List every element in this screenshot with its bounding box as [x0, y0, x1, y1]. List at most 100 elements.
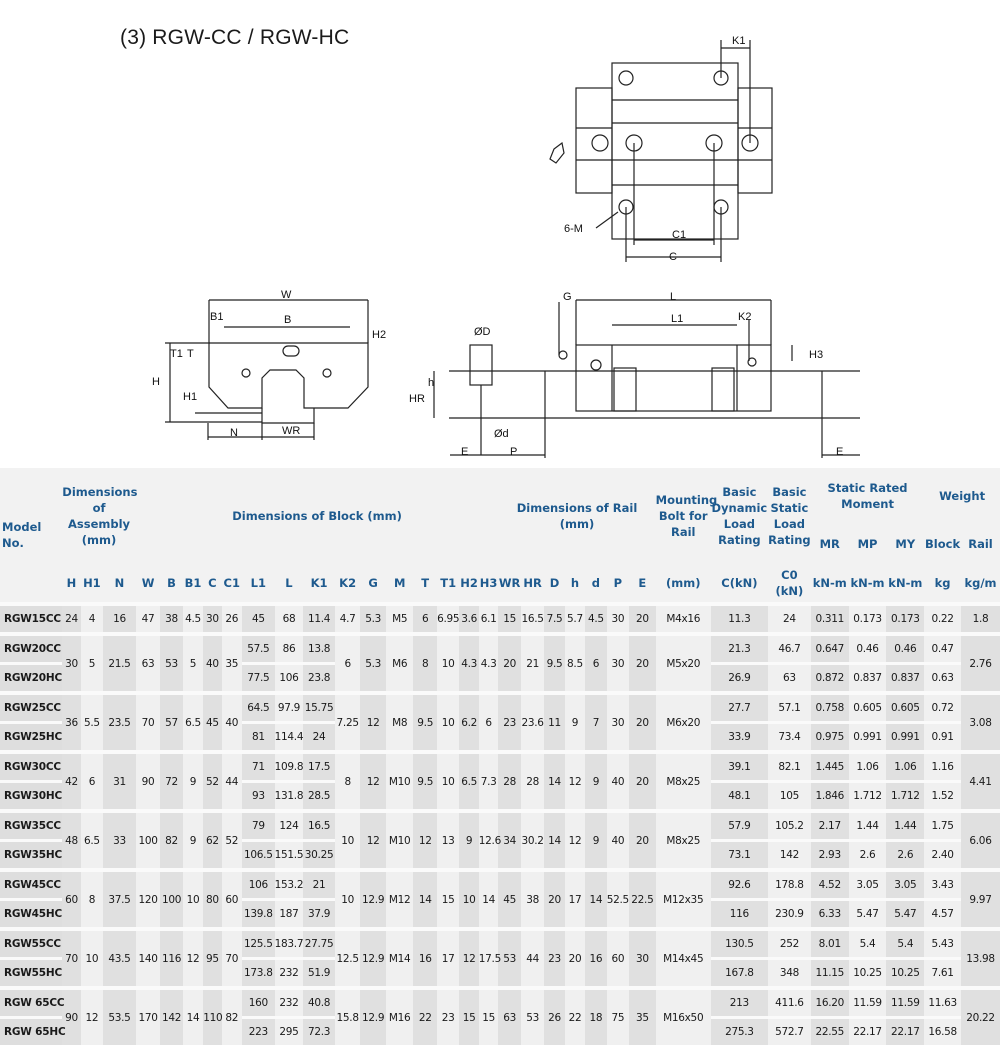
table-cell: 12 — [182, 927, 204, 986]
table-cell: 16 — [103, 602, 136, 632]
header-weight: Weight — [924, 468, 1000, 524]
table-cell: 4.7 — [334, 602, 361, 632]
table-cell: 23 — [498, 691, 521, 750]
table-cell: 14 — [585, 868, 607, 927]
table-cell: 1.52 — [924, 780, 961, 809]
svg-text:h: h — [428, 377, 434, 389]
table-cell: 93 — [241, 780, 275, 809]
table-cell: M6x20 — [655, 691, 711, 750]
svg-text:E: E — [461, 446, 468, 458]
table-cell: 14 — [544, 809, 565, 868]
table-cell: 38 — [520, 868, 545, 927]
table-cell: 23 — [544, 927, 565, 986]
table-cell: 131.8 — [274, 780, 304, 809]
table-cell: 5.47 — [848, 898, 887, 927]
column-header: C1 — [221, 564, 242, 602]
table-cell: 0.63 — [924, 662, 961, 691]
table-cell: 7.61 — [924, 957, 961, 986]
table-cell: 40 — [606, 809, 630, 868]
column-header: H2 — [459, 564, 479, 602]
table-cell: 6.5 — [80, 809, 104, 868]
table-cell: M8x25 — [655, 809, 711, 868]
table-cell: 34 — [498, 809, 521, 868]
table-cell: 6.5 — [459, 750, 479, 809]
table-cell: 6.06 — [960, 809, 1000, 868]
table-cell: 10 — [334, 809, 361, 868]
table-cell: 22.17 — [848, 1016, 887, 1045]
table-cell: 151.5 — [274, 839, 304, 868]
svg-text:B1: B1 — [210, 311, 223, 323]
column-header: L1 — [241, 564, 275, 602]
table-cell: 24 — [62, 602, 81, 632]
table-cell: 68 — [274, 602, 304, 632]
table-cell: 48.1 — [710, 780, 768, 809]
table-cell: 11.59 — [886, 986, 925, 1016]
table-cell: 139.8 — [241, 898, 275, 927]
table-cell: 90 — [135, 750, 161, 809]
table-cell: 110 — [203, 986, 223, 1045]
table-cell: 37.5 — [103, 868, 136, 927]
model-name: RGW30CC — [0, 750, 63, 780]
table-cell: 0.605 — [886, 691, 925, 721]
table-cell: 124 — [274, 809, 304, 839]
svg-text:WR: WR — [282, 425, 300, 437]
table-cell: 33 — [103, 809, 136, 868]
table-cell: 0.46 — [848, 632, 887, 662]
table-cell: 4.5 — [585, 602, 607, 632]
table-cell: 16.20 — [810, 986, 849, 1016]
table-cell: 9.5 — [413, 750, 437, 809]
table-cell: 53 — [520, 986, 545, 1045]
table-cell: 26 — [221, 602, 242, 632]
table-cell: 9 — [564, 691, 586, 750]
table-cell: 12 — [459, 927, 479, 986]
table-cell: 1.75 — [924, 809, 961, 839]
table-cell: 1.445 — [810, 750, 849, 780]
table-cell: 4.41 — [960, 750, 1000, 809]
table-cell: 72.3 — [303, 1016, 335, 1045]
table-cell: 30 — [62, 632, 81, 691]
table-cell: 20 — [629, 750, 656, 809]
table-cell: M5 — [385, 602, 414, 632]
table-cell: 72 — [160, 750, 183, 809]
table-cell: 6.33 — [810, 898, 849, 927]
table-cell: 116 — [160, 927, 183, 986]
header-rail-weight: Rail — [960, 524, 1000, 564]
model-name: RGW45CC — [0, 868, 63, 898]
table-cell: 12.9 — [360, 986, 386, 1045]
table-cell: 47 — [135, 602, 161, 632]
table-cell: 0.91 — [924, 721, 961, 750]
table-cell: 10 — [80, 927, 104, 986]
table-cell: 11.63 — [924, 986, 961, 1016]
svg-text:L: L — [670, 291, 676, 303]
table-cell: 9 — [459, 809, 479, 868]
table-cell: 7.3 — [478, 750, 499, 809]
table-cell: 28 — [498, 750, 521, 809]
svg-text:K2: K2 — [738, 311, 751, 323]
table-cell: 106.5 — [241, 839, 275, 868]
table-cell: 57.9 — [710, 809, 768, 839]
table-cell: 57.5 — [241, 632, 275, 662]
header-assembly: Dimensions of Assembly (mm) — [62, 468, 137, 564]
table-cell: 53.5 — [103, 986, 136, 1045]
svg-text:K1: K1 — [732, 35, 745, 47]
table-cell: 17.5 — [478, 927, 501, 986]
table-cell: 75 — [606, 986, 630, 1045]
column-header: kN-m — [848, 564, 887, 602]
table-cell: 38 — [160, 602, 183, 632]
header-moment: Static Rated Moment — [810, 468, 925, 524]
table-cell: 0.605 — [848, 691, 887, 721]
table-cell: 106 — [274, 662, 304, 691]
header-my: MY — [886, 524, 925, 564]
table-cell: 92.6 — [710, 868, 768, 898]
table-cell: 5 — [182, 632, 204, 691]
table-cell: 105 — [767, 780, 811, 809]
table-cell: 6 — [80, 750, 104, 809]
table-cell: 0.975 — [810, 721, 849, 750]
table-cell: 160 — [241, 986, 275, 1016]
column-header: H3 — [478, 564, 499, 602]
table-cell: 23.8 — [303, 662, 335, 691]
table-cell: 26 — [544, 986, 565, 1045]
svg-text:E: E — [836, 446, 843, 458]
